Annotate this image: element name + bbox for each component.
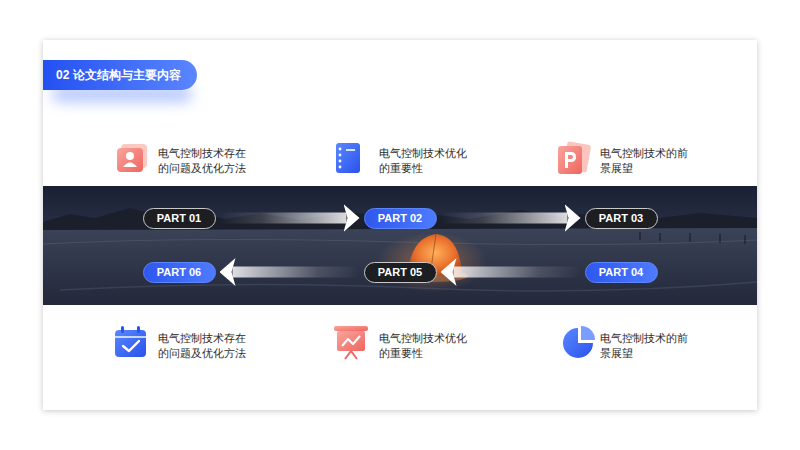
section-caption: 电气控制技术的前景展望 [600,146,692,176]
section-caption: 电气控制技术存在的问题及优化方法 [158,331,250,361]
notebook-icon [336,143,360,173]
pie-chart-icon [563,326,595,358]
title-tab: 02 论文结构与主要内容 [43,60,197,90]
section-caption: 电气控制技术优化的重要性 [379,146,471,176]
presentation-icon [334,326,368,359]
flow-arrow [220,213,347,224]
person-card-icon [117,144,147,172]
part-label: PART 05 [378,266,422,278]
flow-arrow [454,267,581,278]
part-pill: PART 02 [364,208,437,229]
section-caption: 电气控制技术优化的重要性 [379,331,471,361]
part-pill: PART 01 [143,208,216,229]
part-label: PART 04 [599,266,643,278]
flow-arrow [233,267,360,278]
flow-arrow [441,213,568,224]
part-label: PART 02 [378,212,422,224]
part-pill: PART 05 [364,262,437,283]
section-caption: 电气控制技术的前景展望 [600,331,692,361]
part-pill: PART 03 [585,208,658,229]
slide-title: 02 论文结构与主要内容 [56,68,181,82]
photo-band [43,186,757,305]
part-label: PART 06 [157,266,201,278]
part-pill: PART 06 [143,262,216,283]
section-caption: 电气控制技术存在的问题及优化方法 [158,146,250,176]
document-icon [558,141,591,174]
part-label: PART 01 [157,212,201,224]
calendar-icon [115,326,146,357]
part-label: PART 03 [599,212,643,224]
part-pill: PART 04 [585,262,658,283]
